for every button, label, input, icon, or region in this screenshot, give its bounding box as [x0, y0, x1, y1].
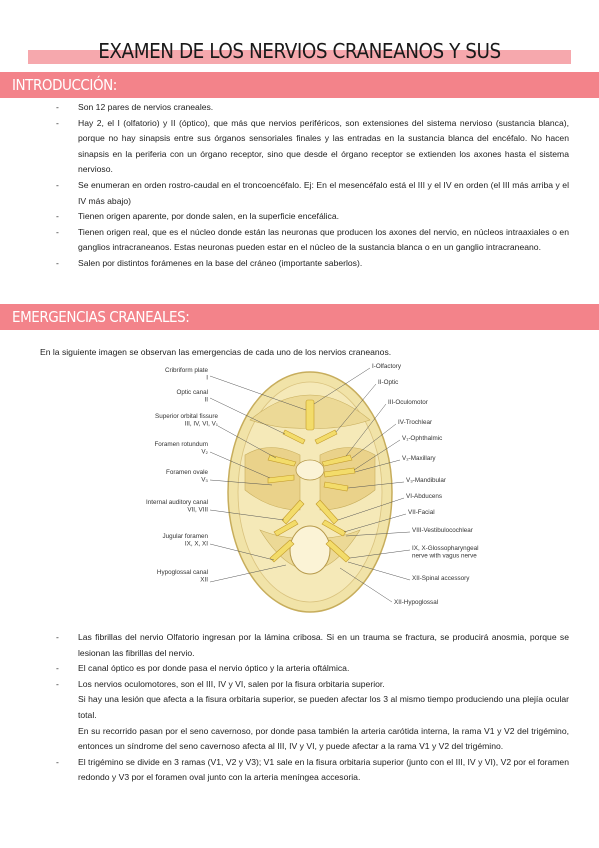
bullet-dash: -: [56, 179, 59, 190]
bullet-text: Si hay una lesión que afecta a la fisura…: [78, 694, 569, 720]
bullet-item: - Tienen origen real, que es el núcleo do…: [0, 225, 599, 256]
figure-label: XII: [200, 577, 208, 584]
sella-turcica: [295, 459, 325, 481]
figure-label: VI-Abducens: [406, 493, 442, 500]
figure-label: IX, X-Glossopharyngeal: [412, 545, 479, 552]
bullet-dash: -: [56, 678, 59, 689]
bullet-dash: -: [56, 226, 59, 237]
figure-label: V₂-Maxillary: [402, 455, 436, 462]
bullet-item: - El trigémino se divide en 3 ramas (V1, …: [0, 755, 599, 786]
emergencias-bullet-list: - Las fibrillas del nervio Olfatorio ingr…: [0, 630, 599, 786]
figure-label: IX, X, XI: [185, 541, 208, 548]
figure-label: VII, VIII: [187, 507, 208, 514]
section-title: EMERGENCIAS CRANEALES:: [12, 308, 190, 326]
figure-label: V₃: [201, 477, 208, 484]
leader-lines: [209, 367, 411, 603]
figure-label: Foramen rotundum: [154, 441, 208, 448]
foramen-magnum: [289, 525, 331, 575]
bullet-item: - El canal óptico es por donde pasa el ne…: [0, 661, 599, 677]
figure-label: Superior orbital fissure: [155, 413, 218, 420]
bullet-item: - Se enumeran en orden rostro-caudal en e…: [0, 178, 599, 209]
figure-label: V₃-Mandibular: [406, 477, 446, 484]
bullet-text: Se enumeran en orden rostro-caudal en el…: [78, 179, 569, 206]
figure-label: nerve with vagus nerve: [412, 553, 477, 560]
bullet-item: - Tienen origen aparente, por donde salen…: [0, 209, 599, 225]
bullet-dash: -: [56, 257, 59, 268]
figure-label: III-Oculomotor: [388, 399, 428, 406]
bullet-item: - Salen por distintos forámenes en la bas…: [0, 256, 599, 272]
figure-label: V₂: [201, 449, 208, 456]
bullet-item: - Las fibrillas del nervio Olfatorio ingr…: [0, 630, 599, 661]
section-header-emergencias: EMERGENCIAS CRANEALES:: [0, 304, 599, 330]
bullet-dash: -: [56, 117, 59, 128]
bullet-text: Son 12 pares de nervios craneales.: [78, 102, 214, 112]
bullet-item: - Hay 2, el I (olfatorio) y II (óptico), …: [0, 116, 599, 178]
section-header-introduccion: INTRODUCCIÓN:: [0, 72, 599, 98]
figure-label: Foramen ovale: [166, 469, 208, 476]
figure-label: IV-Trochlear: [398, 419, 432, 426]
figure-label: XII-Hypoglossal: [394, 599, 438, 606]
bullet-dash: -: [56, 211, 59, 222]
bullet-text: Salen por distintos forámenes en la base…: [78, 257, 363, 268]
bullet-dash: -: [56, 756, 59, 767]
bullet-item: - Los nervios oculomotores, son el III, I…: [0, 677, 599, 755]
figure-label: VII-Facial: [408, 509, 435, 516]
bullet-text: El canal óptico es por donde pasa el ner…: [78, 663, 350, 674]
bullet-item: - Son 12 pares de nervios craneales.: [0, 100, 599, 116]
bullet-text: El trigémino se divide en 3 ramas (V1, V…: [78, 756, 569, 783]
bullet-dash: -: [56, 102, 59, 112]
figure-label: Hypoglossal canal: [157, 569, 208, 576]
figure-label: II: [205, 397, 209, 404]
intro-bullet-list: - Son 12 pares de nervios craneales. - Hay …: [0, 100, 599, 272]
figure-label: Internal auditory canal: [146, 499, 208, 506]
figure-label: I-Olfactory: [372, 363, 402, 370]
right-labels: I-OlfactoryII-OpticIII-OculomotorIV-Troc…: [372, 363, 479, 606]
bullet-dash: -: [56, 632, 59, 642]
figure-caption: En la siguiente imagen se observan las e…: [40, 347, 392, 357]
figure-label: Optic canal: [177, 389, 209, 396]
bullet-text: Los nervios oculomotores, son el III, IV…: [78, 678, 385, 689]
cranial-nerves: [267, 399, 356, 563]
bullet-text: En su recorrido pasan por el seno cavern…: [78, 725, 569, 752]
bullet-text: Tienen origen aparente, por donde salen,…: [78, 211, 340, 222]
bullet-dash: -: [56, 663, 59, 674]
figure-label: XII-Spinal accessory: [412, 575, 470, 582]
figure-label: VIII-Vestibulocochlear: [412, 527, 473, 534]
page-title: EXAMEN DE LOS NERVIOS CRANEANOS Y SUS SI…: [98, 39, 501, 93]
figure-label: Jugular foramen: [162, 533, 208, 540]
bullet-text: Las fibrillas del nervio Olfatorio ingre…: [78, 632, 569, 658]
figure-label: I: [206, 375, 208, 382]
figure-label: V₁-Ophthalmic: [402, 435, 442, 442]
figure-label: Cribriform plate: [165, 367, 209, 374]
bullet-text: Tienen origen real, que es el núcleo don…: [78, 226, 569, 253]
section-title: INTRODUCCIÓN:: [12, 76, 117, 94]
bullet-text: Hay 2, el I (olfatorio) y II (óptico), q…: [78, 117, 569, 175]
figure-label: II-Optic: [378, 379, 398, 386]
figure-label: III, IV, VI, V₁: [185, 421, 218, 428]
